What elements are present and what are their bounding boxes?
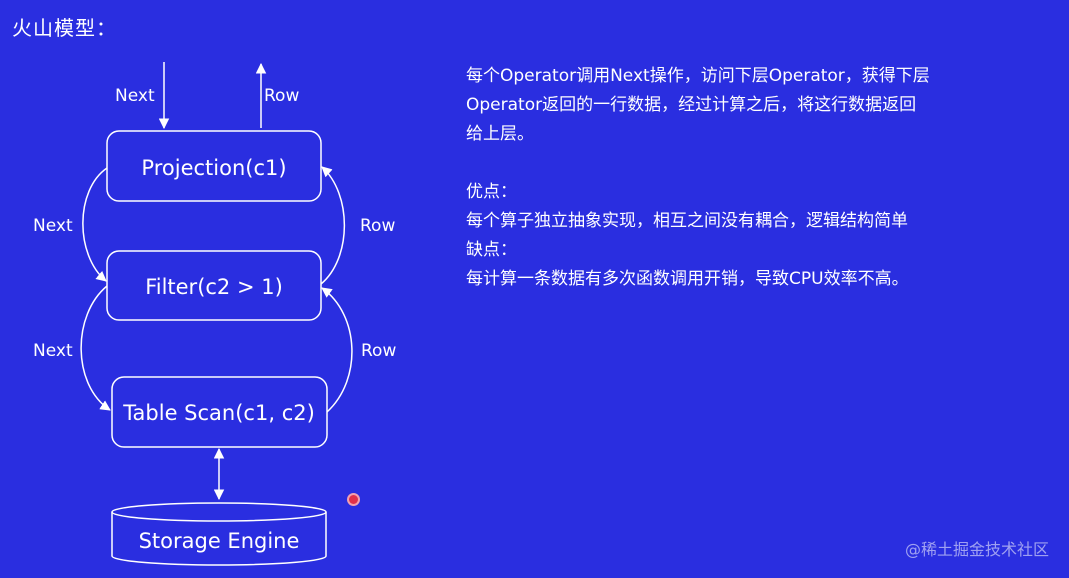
cons-title: 缺点：	[466, 240, 517, 260]
cons-text: 每计算一条数据有多次函数调用开销，导致CPU效率不高。	[466, 269, 909, 289]
top-row-label: Row	[264, 86, 299, 106]
pros-text: 每个算子独立抽象实现，相互之间没有耦合，逻辑结构简单	[466, 211, 908, 231]
mid-row-label: Row	[360, 216, 395, 236]
projection-label: Projection(c1)	[141, 156, 286, 180]
storage-label: Storage Engine	[139, 529, 300, 553]
low-row-label: Row	[361, 341, 396, 361]
filter-label: Filter(c2 > 1)	[145, 275, 283, 299]
slide-title: 火山模型：	[12, 16, 117, 40]
description-line-1: 每个Operator调用Next操作，访问下层Operator，获得下层	[466, 66, 930, 86]
filter-node	[106, 250, 322, 321]
projection-node	[106, 130, 322, 202]
pointer-dot	[349, 495, 358, 504]
mid-row-arrow	[320, 166, 346, 285]
table-scan-node	[111, 376, 328, 448]
watermark: @稀土掘金技术社区	[904, 540, 1049, 559]
table-scan-label: Table Scan(c1, c2)	[122, 401, 315, 425]
mid-next-label: Next	[33, 216, 73, 236]
pros-title: 优点：	[466, 182, 517, 202]
top-next-label: Next	[115, 86, 155, 106]
description-line-2: Operator返回的一行数据，经过计算之后，将这行数据返回	[466, 95, 917, 115]
storage-node	[111, 502, 327, 566]
low-next-arrow	[80, 285, 111, 411]
description: 每个Operator调用Next操作，访问下层Operator，获得下层 Ope…	[466, 62, 986, 294]
low-row-arrow	[321, 287, 353, 413]
description-line-3: 给上层。	[466, 124, 534, 144]
low-next-label: Next	[33, 341, 73, 361]
mid-next-arrow	[82, 167, 108, 282]
